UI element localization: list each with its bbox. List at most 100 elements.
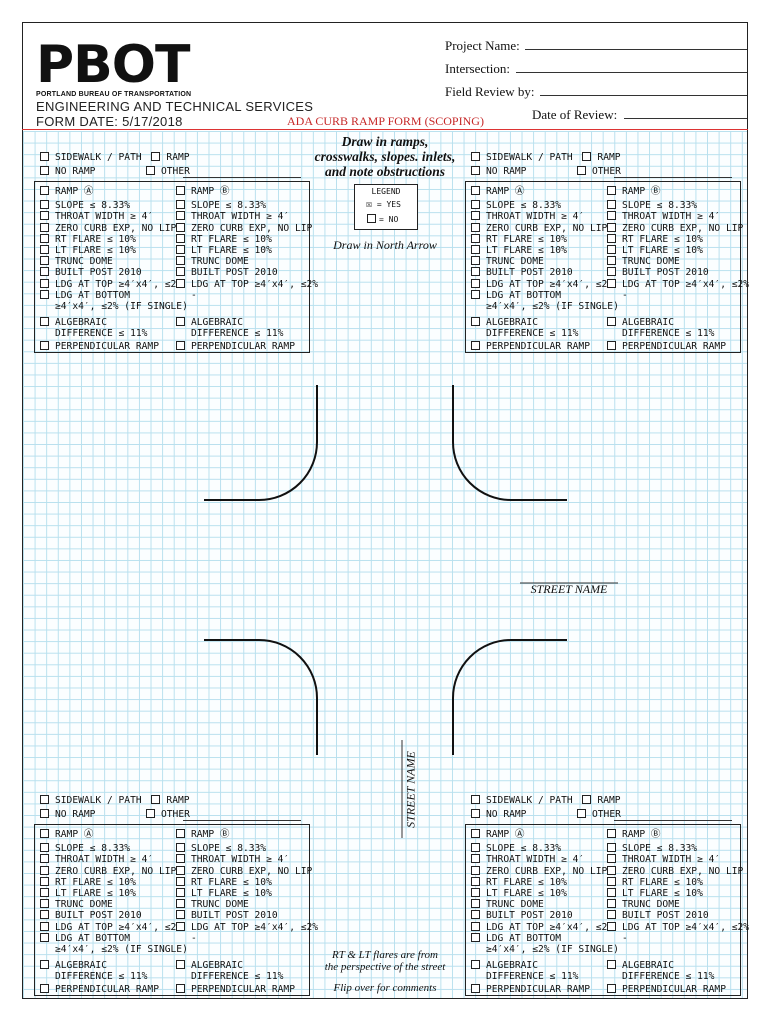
checkbox[interactable]: [607, 186, 616, 195]
checkbox[interactable]: [471, 887, 480, 897]
checkbox[interactable]: [176, 200, 185, 210]
checkbox[interactable]: [607, 960, 616, 970]
checkbox[interactable]: [471, 854, 480, 864]
checkbox[interactable]: [176, 899, 185, 909]
checkbox[interactable]: [471, 829, 480, 838]
checkbox[interactable]: [176, 267, 185, 277]
checkbox[interactable]: [40, 244, 49, 254]
checkbox[interactable]: [40, 865, 49, 875]
checkbox[interactable]: [607, 278, 616, 288]
checkbox[interactable]: [176, 256, 185, 266]
checkbox[interactable]: [582, 795, 592, 804]
checkbox[interactable]: [471, 289, 480, 299]
checkbox[interactable]: [151, 152, 161, 161]
checkbox[interactable]: [176, 278, 185, 288]
checkbox[interactable]: [471, 960, 480, 970]
checkbox[interactable]: [176, 921, 185, 931]
other-field[interactable]: [614, 177, 732, 178]
checkbox[interactable]: [151, 795, 161, 804]
checkbox[interactable]: [40, 166, 49, 175]
checkbox[interactable]: [607, 899, 616, 909]
checkbox[interactable]: [40, 267, 49, 277]
checkbox[interactable]: [176, 876, 185, 886]
checkbox[interactable]: [40, 876, 49, 886]
checkbox[interactable]: [176, 186, 185, 195]
date-of-review-field[interactable]: [624, 118, 747, 119]
checkbox[interactable]: [471, 809, 480, 818]
checkbox[interactable]: [471, 200, 480, 210]
checkbox[interactable]: [176, 887, 185, 897]
checkbox[interactable]: [40, 887, 49, 897]
checkbox[interactable]: [471, 267, 480, 277]
checkbox[interactable]: [471, 256, 480, 266]
checkbox[interactable]: [607, 244, 616, 254]
checkbox[interactable]: [471, 932, 480, 942]
checkbox[interactable]: [607, 256, 616, 266]
checkbox[interactable]: [607, 921, 616, 931]
checkbox[interactable]: [471, 317, 480, 327]
checkbox[interactable]: [471, 186, 480, 195]
checkbox[interactable]: [471, 341, 480, 351]
checkbox[interactable]: [577, 166, 586, 175]
checkbox[interactable]: [40, 233, 49, 243]
checkbox[interactable]: [176, 910, 185, 920]
checkbox[interactable]: [471, 222, 480, 232]
checkbox[interactable]: [607, 200, 616, 210]
checkbox[interactable]: [40, 910, 49, 920]
checkbox[interactable]: [607, 341, 616, 351]
checkbox[interactable]: [40, 899, 49, 909]
checkbox[interactable]: [607, 211, 616, 221]
checkbox[interactable]: [176, 211, 185, 221]
checkbox[interactable]: [607, 865, 616, 875]
checkbox[interactable]: [40, 341, 49, 351]
checkbox[interactable]: [40, 186, 49, 195]
checkbox[interactable]: [607, 876, 616, 886]
checkbox[interactable]: [176, 843, 185, 853]
checkbox[interactable]: [607, 829, 616, 838]
checkbox[interactable]: [40, 222, 49, 232]
checkbox[interactable]: [146, 166, 155, 175]
checkbox[interactable]: [471, 233, 480, 243]
checkbox[interactable]: [176, 960, 185, 970]
checkbox[interactable]: [40, 256, 49, 266]
checkbox[interactable]: [40, 843, 49, 853]
checkbox[interactable]: [40, 795, 49, 804]
field-review-field[interactable]: [540, 95, 747, 96]
checkbox[interactable]: [471, 910, 480, 920]
checkbox[interactable]: [40, 289, 49, 299]
checkbox[interactable]: [176, 244, 185, 254]
checkbox[interactable]: [471, 278, 480, 288]
checkbox[interactable]: [40, 829, 49, 838]
checkbox[interactable]: [40, 200, 49, 210]
checkbox[interactable]: [176, 984, 185, 994]
checkbox[interactable]: [40, 921, 49, 931]
checkbox[interactable]: [607, 317, 616, 327]
checkbox[interactable]: [176, 854, 185, 864]
checkbox[interactable]: [471, 876, 480, 886]
checkbox[interactable]: [40, 278, 49, 288]
checkbox[interactable]: [40, 317, 49, 327]
checkbox[interactable]: [471, 984, 480, 994]
checkbox[interactable]: [582, 152, 592, 161]
intersection-field[interactable]: [516, 72, 747, 73]
checkbox[interactable]: [176, 222, 185, 232]
other-field[interactable]: [183, 820, 301, 821]
checkbox[interactable]: [471, 244, 480, 254]
checkbox[interactable]: [176, 317, 185, 327]
checkbox[interactable]: [607, 267, 616, 277]
checkbox[interactable]: [176, 233, 185, 243]
checkbox[interactable]: [471, 843, 480, 853]
checkbox[interactable]: [471, 865, 480, 875]
checkbox[interactable]: [40, 960, 49, 970]
checkbox[interactable]: [471, 795, 480, 804]
checkbox[interactable]: [607, 854, 616, 864]
checkbox[interactable]: [607, 843, 616, 853]
checkbox[interactable]: [146, 809, 155, 818]
checkbox[interactable]: [176, 865, 185, 875]
checkbox[interactable]: [607, 910, 616, 920]
project-name-field[interactable]: [525, 49, 747, 50]
checkbox[interactable]: [471, 166, 480, 175]
checkbox[interactable]: [40, 932, 49, 942]
checkbox[interactable]: [607, 984, 616, 994]
checkbox[interactable]: [577, 809, 586, 818]
